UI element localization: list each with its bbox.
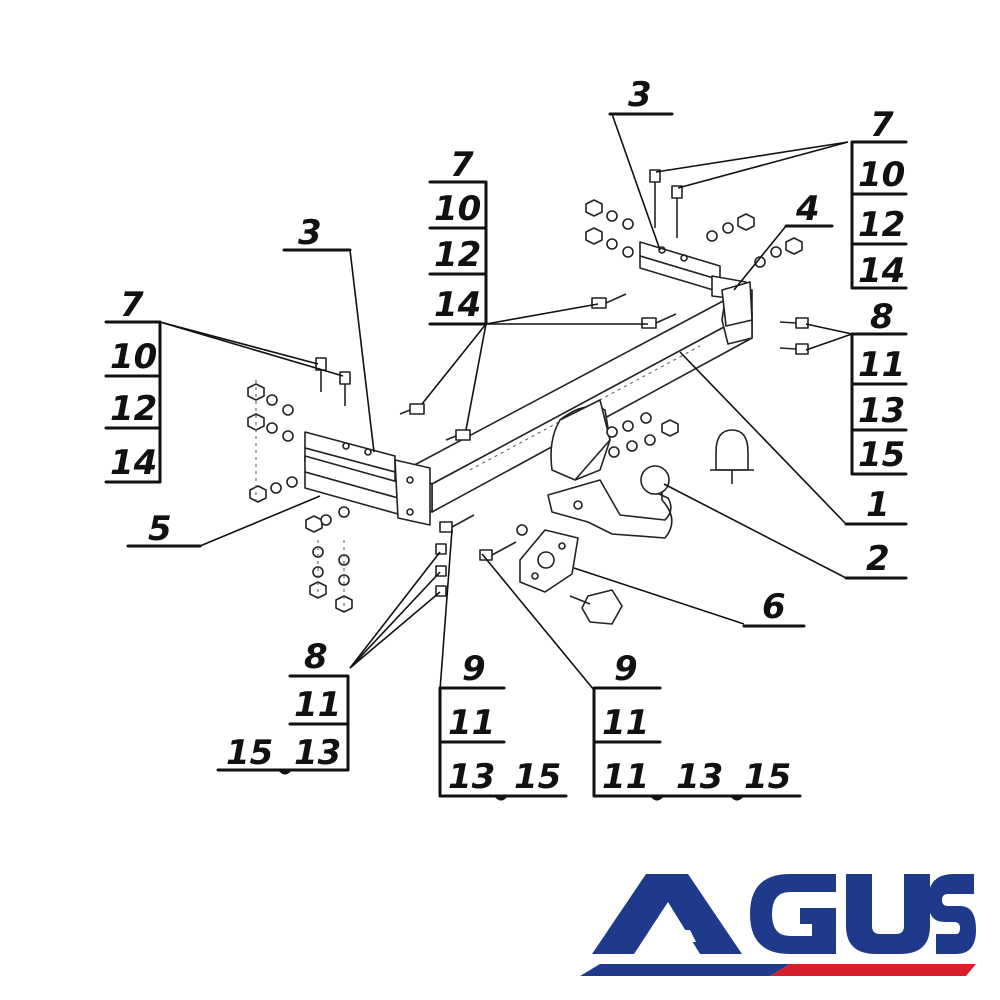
logo-letter-g: [750, 874, 836, 954]
logo-swoosh-blue: [580, 964, 790, 976]
label-left-10: 10: [110, 337, 157, 377]
label-right-15: 15: [858, 435, 905, 475]
label-right-8: 8: [870, 297, 894, 337]
label-right-13: 13: [858, 391, 905, 431]
label-bottom-15: 15: [226, 733, 273, 773]
label-right-9-13: 13: [676, 757, 723, 797]
label-bottom-11: 11: [294, 685, 341, 725]
label-center-10: 10: [434, 189, 481, 229]
logo-letter-u: [846, 874, 930, 954]
label-left-7: 7: [120, 285, 144, 325]
label-right-12: 12: [858, 205, 905, 245]
label-center-7: 7: [450, 145, 474, 185]
label-part-3-left: 3: [298, 213, 322, 253]
agus-logo: [580, 874, 976, 976]
lamp-icon: [710, 429, 754, 484]
label-bottom-13: 13: [294, 733, 341, 773]
label-center-9-11: 11: [448, 703, 495, 743]
label-center-9-13: 13: [448, 757, 495, 797]
label-right-7: 7: [870, 105, 894, 145]
label-center-14: 14: [434, 285, 481, 325]
label-part-1: 1: [866, 485, 890, 525]
label-right-14: 14: [858, 251, 905, 291]
label-center-9: 9: [462, 649, 486, 689]
label-part-2: 2: [866, 539, 890, 579]
logo-letter-a: [592, 874, 742, 954]
label-right-10: 10: [858, 155, 905, 195]
callout-frames: [104, 112, 908, 801]
label-right-9-15: 15: [744, 757, 791, 797]
label-right-11: 11: [858, 345, 905, 385]
label-left-12: 12: [110, 389, 157, 429]
label-bottom-8: 8: [304, 637, 328, 677]
socket-plate: [519, 529, 623, 625]
label-left-14: 14: [110, 443, 157, 483]
tow-ball-mount: [547, 399, 673, 539]
label-part-5: 5: [148, 509, 172, 549]
logo-swoosh-red: [770, 964, 976, 976]
fasteners: [247, 169, 809, 613]
label-right-9-11a: 11: [602, 703, 649, 743]
label-right-9: 9: [614, 649, 638, 689]
label-center-9-15: 15: [514, 757, 561, 797]
label-part-3-right: 3: [628, 75, 652, 115]
left-brackets: [304, 431, 431, 526]
logo-letter-s: [928, 874, 976, 954]
right-brackets: [639, 241, 753, 327]
label-part-6: 6: [762, 587, 786, 627]
label-part-4: 4: [795, 189, 820, 229]
label-right-9-11b: 11: [602, 757, 649, 797]
leader-lines: [159, 113, 853, 691]
callout-labels: 7 10 12 14 7 10 12 14 7 10 12 14 8 11 13…: [110, 75, 905, 797]
label-center-12: 12: [434, 235, 481, 275]
